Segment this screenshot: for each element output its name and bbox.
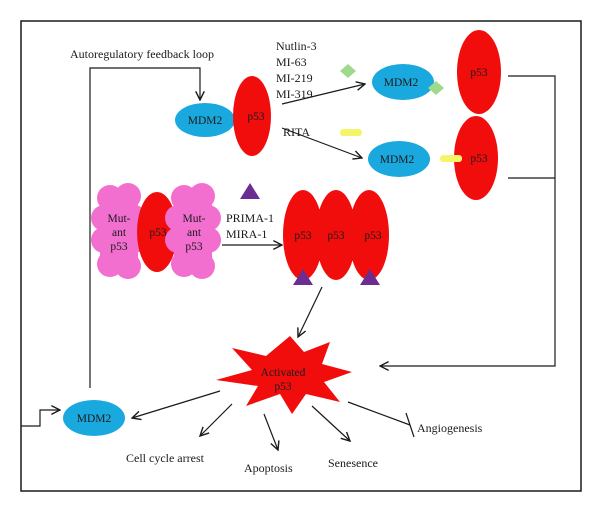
mdm2-bottom [63, 400, 125, 436]
p53-reactivated-3 [349, 190, 389, 280]
mi319-label: MI-319 [276, 87, 313, 101]
p53-reactivated-1 [283, 190, 323, 280]
autoregulatory-feedback-label: Autoregulatory feedback loop [70, 47, 214, 61]
inhibit-angiogenesis-bar [405, 412, 415, 438]
mutant-core-label: p53 [149, 227, 167, 239]
arrow-to-activated [298, 286, 323, 337]
activated-p53-burst [216, 336, 352, 414]
mutant-left-line2: ant [112, 227, 127, 239]
mdm2-rita-bound [368, 141, 430, 177]
arrow-to-apoptosis [263, 413, 278, 450]
inhibit-angiogenesis-line [347, 401, 411, 426]
nutlin3-label: Nutlin-3 [276, 39, 317, 53]
feedback-loop-line [89, 67, 200, 388]
mdm2-gene-promoter-arrow [21, 410, 60, 427]
p53-top [233, 76, 271, 156]
mutant-left-line3: p53 [110, 241, 128, 253]
p53-free-lower [454, 116, 498, 200]
mdm2-nutlin-label: MDM2 [384, 77, 419, 89]
p53-reactivated-2-label: p53 [327, 230, 345, 242]
arrow-to-mdm2-bottom [132, 390, 221, 418]
cell-cycle-arrest-label: Cell cycle arrest [126, 451, 205, 465]
prima-triangle [240, 183, 260, 199]
p53-free-upper-label: p53 [470, 67, 488, 79]
p53-reactivated-3-label: p53 [364, 230, 382, 242]
p53-reactivated-2 [316, 190, 356, 280]
rita-bar-bound [440, 155, 462, 162]
mi63-label: MI-63 [276, 55, 307, 69]
mdm2-nutlin-bound [372, 64, 434, 100]
arrow-to-rita-complex [281, 127, 362, 158]
mdm2-rita-label: MDM2 [380, 154, 415, 166]
prima-triangle-bound-1 [293, 269, 313, 285]
p53-free-lower-label: p53 [470, 153, 488, 165]
rita-bar [340, 129, 362, 136]
mutant-right-line3: p53 [185, 241, 203, 253]
right-bracket-line [380, 75, 556, 366]
senesence-label: Senesence [328, 456, 378, 470]
mi219-label: MI-219 [276, 71, 313, 85]
prima-triangle-bound-2 [360, 269, 380, 285]
mutant-left-line1: Mut- [108, 213, 131, 225]
mdm2-top [175, 103, 235, 137]
arrow-to-senesence [311, 405, 350, 441]
apoptosis-label: Apoptosis [244, 461, 293, 475]
mira1-label: MIRA-1 [226, 227, 267, 241]
activated-line1: Activated [261, 367, 306, 379]
nutlin-diamond [340, 64, 356, 78]
arrow-to-nutlin-complex [281, 84, 365, 105]
p53-free-upper [457, 30, 501, 114]
prima1-label: PRIMA-1 [226, 211, 274, 225]
mdm2-top-label: MDM2 [188, 115, 223, 127]
mutant-right-line2: ant [187, 227, 202, 239]
activated-line2: p53 [274, 381, 292, 393]
p53-top-label: p53 [247, 111, 265, 123]
angiogenesis-label: Angiogenesis [417, 421, 483, 435]
nutlin-diamond-bound [428, 81, 444, 95]
mutant-right-line1: Mut- [183, 213, 206, 225]
mdm2-bottom-label: MDM2 [77, 413, 112, 425]
figure-border [20, 20, 582, 492]
p53-reactivated-1-label: p53 [294, 230, 312, 242]
arrow-to-cell-cycle [200, 403, 233, 436]
mutant-p53-right [165, 183, 221, 279]
